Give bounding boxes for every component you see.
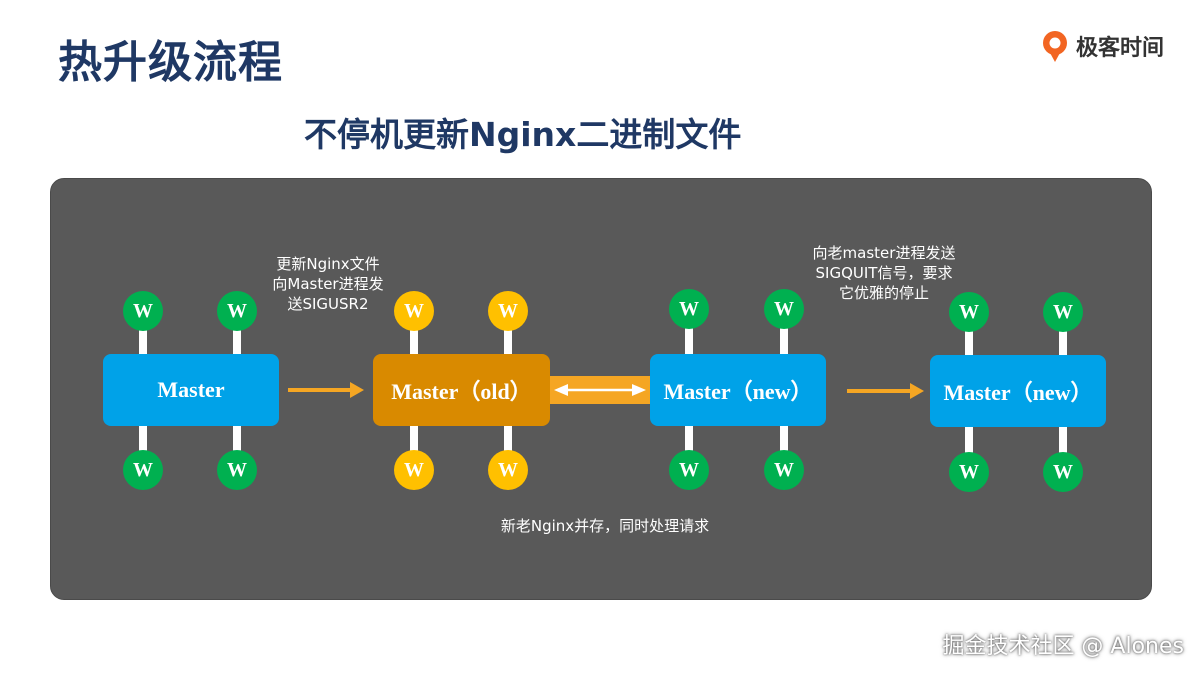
watermark: 掘金技术社区 @ Alones: [942, 634, 1184, 659]
worker-node: W: [488, 291, 528, 331]
double-arrow-left-head: [554, 384, 568, 396]
worker-node: W: [488, 450, 528, 490]
worker-node: W: [1043, 292, 1083, 332]
connector: [780, 420, 788, 454]
connector: [410, 420, 418, 454]
worker-node: W: [669, 450, 709, 490]
worker-node: W: [394, 450, 434, 490]
note-line: SIGQUIT信号，要求: [815, 264, 953, 282]
worker-node: W: [949, 292, 989, 332]
note-line: 送SIGUSR2: [287, 295, 369, 313]
slide-title: 热升级流程: [58, 37, 283, 88]
worker-node: W: [1043, 452, 1083, 492]
connector: [965, 420, 973, 456]
master-node: Master: [103, 354, 279, 426]
double-arrow-right-head: [632, 384, 646, 396]
worker-node: W: [669, 289, 709, 329]
master-node-old: Master（old）: [373, 354, 550, 426]
note-step2: 向老master进程发送 SIGQUIT信号，要求 它优雅的停止: [798, 243, 970, 303]
connector: [233, 330, 241, 360]
master-node-new-final: Master（new）: [930, 355, 1106, 427]
connector: [233, 420, 241, 454]
note-step1: 更新Nginx文件 向Master进程发 送SIGUSR2: [262, 254, 394, 314]
logo-text: 极客时间: [1076, 36, 1165, 61]
note-coexist: 新老Nginx并存，同时处理请求: [500, 517, 710, 535]
worker-node: W: [123, 450, 163, 490]
worker-node: W: [217, 291, 257, 331]
connector: [685, 328, 693, 358]
worker-node: W: [764, 450, 804, 490]
note-line: 更新Nginx文件: [276, 255, 380, 273]
connector: [139, 330, 147, 360]
note-line: 它优雅的停止: [838, 284, 929, 302]
note-line: 向Master进程发: [272, 275, 384, 293]
connector: [1059, 330, 1067, 360]
connector: [685, 420, 693, 454]
logo: 极客时间: [1040, 26, 1164, 66]
connector: [1059, 420, 1067, 456]
geektime-logo-icon: [1043, 31, 1067, 62]
note-line: 向老master进程发送: [812, 244, 956, 262]
worker-node: W: [123, 291, 163, 331]
subtitle: 不停机更新Nginx二进制文件: [304, 115, 742, 154]
connector: [410, 330, 418, 360]
connector: [504, 330, 512, 360]
connector: [965, 330, 973, 360]
connector: [504, 420, 512, 454]
worker-node: W: [394, 291, 434, 331]
worker-node: W: [764, 289, 804, 329]
arrow-step2-head: [910, 383, 924, 399]
worker-node: W: [217, 450, 257, 490]
connector: [139, 420, 147, 454]
arrow-step1-head: [350, 382, 364, 398]
connector: [780, 328, 788, 358]
master-node-new: Master（new）: [650, 354, 826, 426]
worker-node: W: [949, 452, 989, 492]
